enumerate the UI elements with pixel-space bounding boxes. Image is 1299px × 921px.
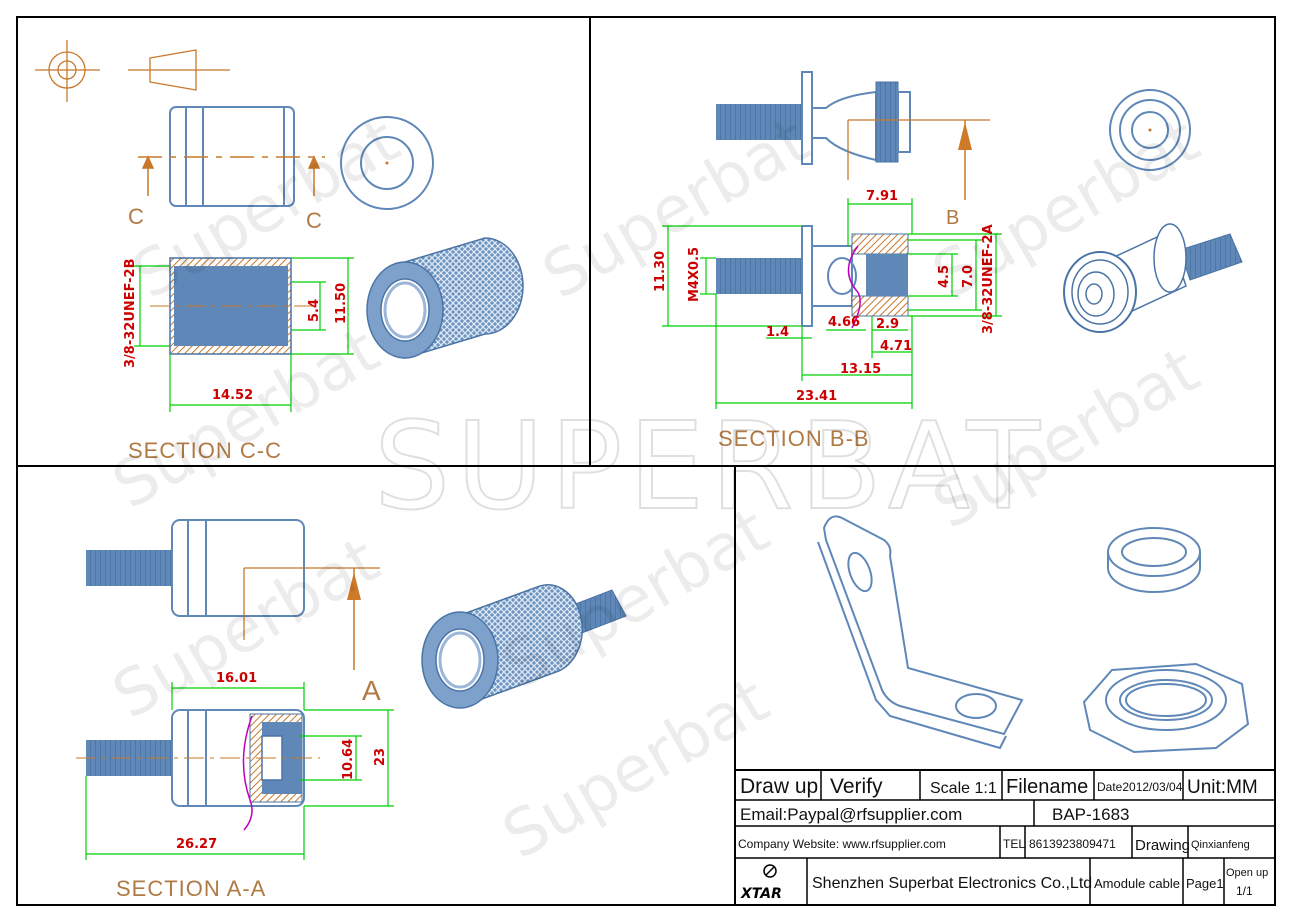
dim-aa-body: 16.01 xyxy=(216,671,257,686)
dim-aa-inner: 10.64 xyxy=(341,739,356,780)
dim-bb-d: 4.71 xyxy=(880,339,912,354)
plug-section-view xyxy=(76,709,320,831)
tb-open-up: Open up xyxy=(1226,867,1268,879)
tb-open-up-val: 1/1 xyxy=(1236,884,1253,898)
title-block: Draw up Verify Scale 1:1 Filename Date20… xyxy=(734,769,1276,906)
dims-aa xyxy=(85,682,394,860)
tb-product: Amodule cable xyxy=(1094,876,1180,891)
panel-section-cc: C C 3/8-32UNEF-2B 5.4 11.50 14.52 xyxy=(35,40,524,463)
connector-section-view xyxy=(716,225,909,329)
tb-logo: XTAR xyxy=(740,886,782,902)
connector-3d xyxy=(1063,223,1243,333)
panel-section-aa: A 16.01 10.64 23 26.27 S xyxy=(76,519,627,901)
connector-front-view xyxy=(1109,89,1191,171)
cut-letter-right: C xyxy=(306,208,323,233)
watermark-banner: SUPERBAT xyxy=(374,398,1046,537)
dim-bb-c: 2.9 xyxy=(876,317,899,332)
washer xyxy=(1107,527,1201,593)
section-label-bb: SECTION B-B xyxy=(718,426,870,451)
section-label-aa: SECTION A-A xyxy=(116,876,266,901)
hex-nut xyxy=(1082,662,1250,754)
plug-3d xyxy=(421,584,627,709)
dim-bb-thread-m: M4X0.5 xyxy=(687,247,702,302)
nut-front-view xyxy=(340,116,434,210)
tb-filename: Filename xyxy=(1006,776,1088,798)
tb-company: Shenzhen Superbat Electronics Co.,Ltd xyxy=(812,875,1092,892)
dim-bb-w1: 7.91 xyxy=(866,189,898,204)
panel-accessories xyxy=(817,515,1250,754)
tb-tel-label: TEL xyxy=(1003,837,1025,851)
dim-cc-thread: 3/8-32UNEF-2B xyxy=(123,259,138,368)
cut-line-cc xyxy=(138,155,325,196)
dims-bb xyxy=(662,198,1002,409)
tb-drawing: Drawing xyxy=(1135,837,1190,854)
tb-draw-up: Draw up xyxy=(740,775,818,798)
tb-tel: 8613923809471 xyxy=(1029,837,1116,851)
dim-bb-e: 13.15 xyxy=(840,362,881,377)
nut-section-view xyxy=(150,257,320,355)
cut-letter-a: A xyxy=(362,675,381,706)
dims-cc xyxy=(134,257,354,412)
dim-bb-a: 1.4 xyxy=(766,325,789,340)
tb-drawer: Qinxianfeng xyxy=(1191,839,1250,851)
tb-scale: Scale 1:1 xyxy=(930,780,997,797)
dim-cc-inner: 5.4 xyxy=(307,299,322,322)
dim-bb-d1: 4.5 xyxy=(937,265,952,288)
dim-aa-total: 26.27 xyxy=(176,837,217,852)
tb-part-no: BAP-1683 xyxy=(1052,805,1130,824)
dim-aa-outer: 23 xyxy=(373,748,388,766)
panel-section-bb: B xyxy=(653,71,1243,451)
cut-letter-left: C xyxy=(128,204,145,229)
dim-bb-f: 23.41 xyxy=(796,389,837,404)
dim-bb-d2: 7.0 xyxy=(961,265,976,288)
tb-page: Page1 xyxy=(1186,876,1224,891)
dim-bb-thread: 3/8-32UNEF-2A xyxy=(981,224,996,334)
tb-verify: Verify xyxy=(830,775,883,798)
connector-side-view xyxy=(716,71,990,200)
xtar-logo-icon: XTAR xyxy=(740,864,782,902)
tb-unit: Unit:MM xyxy=(1187,777,1258,798)
dim-bb-overall-h: 11.30 xyxy=(653,251,668,292)
section-label-cc: SECTION C-C xyxy=(128,438,282,463)
dim-cc-outer: 11.50 xyxy=(334,283,349,324)
projection-symbol xyxy=(35,40,230,102)
solder-lug xyxy=(817,515,1024,750)
knurled-nut-3d xyxy=(366,237,524,360)
plug-side-view xyxy=(86,519,380,670)
tb-email: Email:Paypal@rfsupplier.com xyxy=(740,805,962,824)
cut-letter-b: B xyxy=(946,207,959,229)
tb-website: Company Website: www.rfsupplier.com xyxy=(738,837,946,851)
dim-bb-b: 4.66 xyxy=(828,315,860,330)
dim-cc-length: 14.52 xyxy=(212,388,253,403)
tb-date: Date2012/03/04 xyxy=(1097,780,1183,794)
